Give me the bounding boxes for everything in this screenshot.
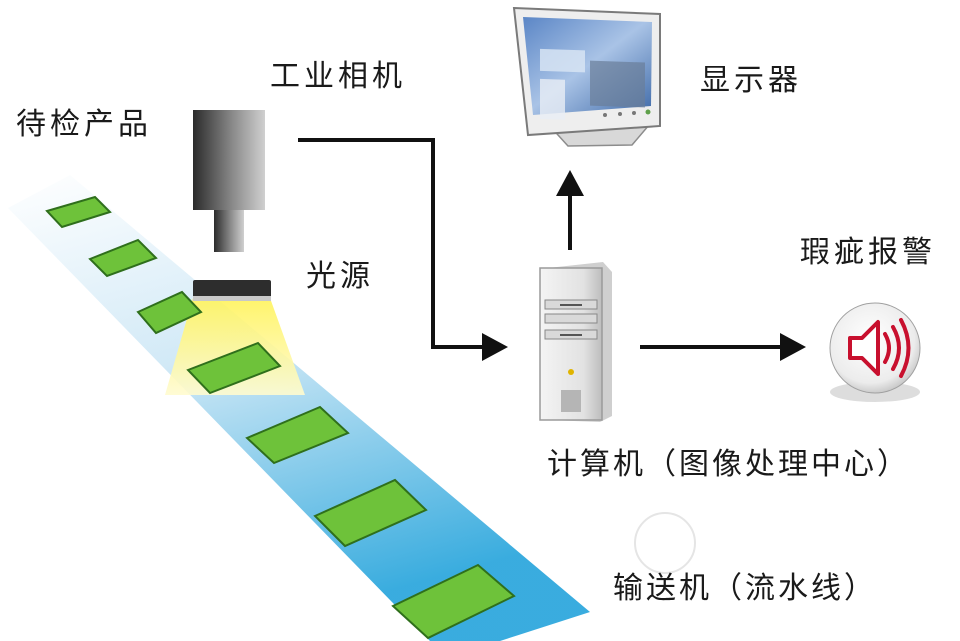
arrow-camera-to-computer (298, 138, 508, 361)
decorative-circle (634, 512, 696, 574)
speaker-alarm-icon (829, 302, 921, 402)
monitor-icon (512, 6, 661, 147)
label-products: 待检产品 (16, 107, 152, 142)
label-defect-alarm: 瑕疵报警 (800, 235, 936, 270)
product-item (136, 290, 203, 335)
industrial-camera-icon (193, 110, 265, 252)
pc-tower-icon (539, 262, 612, 422)
conveyor-belt (8, 175, 590, 641)
arrow-computer-to-monitor (556, 170, 584, 250)
label-display: 显示器 (700, 63, 802, 98)
products (45, 195, 516, 640)
product-item (88, 238, 158, 278)
product-item (45, 195, 112, 229)
label-camera: 工业相机 (270, 59, 406, 94)
product-item (186, 341, 282, 395)
arrow-computer-to-alarm (640, 333, 806, 361)
label-conveyor: 输送机（流水线） (613, 571, 877, 606)
product-item (313, 478, 428, 548)
product-item (391, 563, 516, 640)
product-item (245, 405, 350, 465)
label-light-source: 光源 (306, 259, 374, 294)
label-computer: 计算机（图像处理中心） (547, 447, 910, 482)
